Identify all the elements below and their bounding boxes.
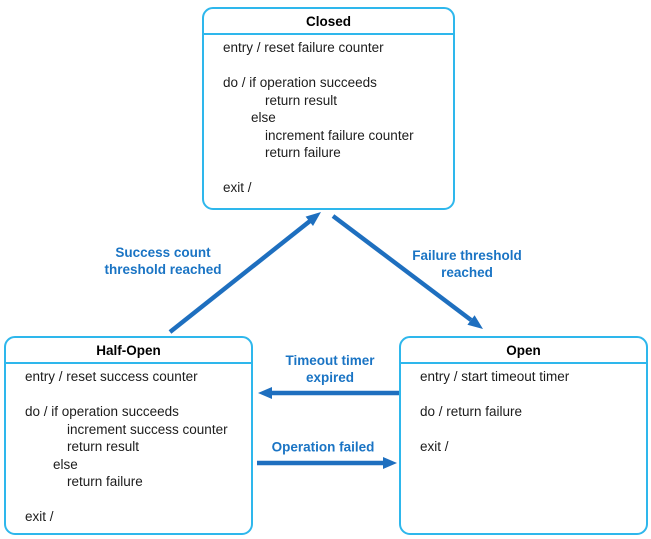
state-action-line: return failure (67, 474, 143, 489)
transition-label-line: expired (305, 370, 355, 385)
state-action-line: return result (265, 92, 338, 108)
state-action-line: increment failure counter (265, 127, 414, 143)
state-title-open: Open (401, 338, 646, 364)
state-action-line: return failure (265, 145, 341, 160)
state-action-line: exit / (25, 509, 54, 524)
state-action-line (223, 162, 445, 180)
state-action-line (420, 421, 638, 439)
state-action-line (420, 386, 638, 404)
state-action-line: exit / (420, 439, 449, 454)
arrowhead-success (305, 212, 321, 226)
transition-label-line: threshold reached (104, 262, 222, 277)
transition-label-operation-failed: Operation failed (272, 439, 375, 456)
state-action-line: entry / reset success counter (25, 369, 198, 384)
transition-label-timeout-timer-expired: Timeout timer expired (285, 352, 374, 386)
state-action-line: do / if operation succeeds (25, 404, 179, 419)
state-action-line: exit / (223, 180, 252, 195)
arrowhead-timeout (258, 387, 272, 399)
transition-label-line: Timeout timer (285, 353, 375, 368)
state-body-closed: entry / reset failure counter do / if op… (204, 35, 453, 197)
state-title-half-open: Half-Open (6, 338, 251, 364)
transition-label-line: Failure threshold (412, 248, 522, 263)
state-action-line: else (53, 456, 78, 472)
state-action-line: entry / start timeout timer (420, 369, 570, 384)
state-action-line (25, 491, 243, 509)
state-half-open: Half-Open entry / reset success counter … (4, 336, 253, 535)
transition-label-line: Success count (115, 245, 211, 260)
arrowhead-operation-failed (383, 457, 397, 469)
state-action-line: else (251, 110, 276, 125)
transition-label-failure-threshold-reached: Failure threshold reached (412, 247, 522, 281)
transition-label-success-count-threshold-reached: Success count threshold reached (104, 244, 221, 278)
state-closed: Closed entry / reset failure counter do … (202, 7, 455, 210)
state-action-line (25, 386, 243, 404)
transition-label-line: reached (441, 265, 493, 280)
state-body-half-open: entry / reset success counter do / if op… (6, 364, 251, 526)
arrowhead-failure (467, 315, 483, 329)
state-action-line: entry / reset failure counter (223, 40, 384, 55)
state-action-line: do / return failure (420, 404, 523, 419)
state-title-closed: Closed (204, 9, 453, 35)
state-body-open: entry / start timeout timer do / return … (401, 364, 646, 456)
state-action-line: increment success counter (67, 421, 228, 437)
state-open: Open entry / start timeout timer do / re… (399, 336, 648, 535)
state-action-line: do / if operation succeeds (223, 75, 377, 90)
state-action-line: return result (67, 439, 140, 454)
state-action-line (223, 57, 445, 75)
transition-label-line: Operation failed (271, 439, 375, 455)
